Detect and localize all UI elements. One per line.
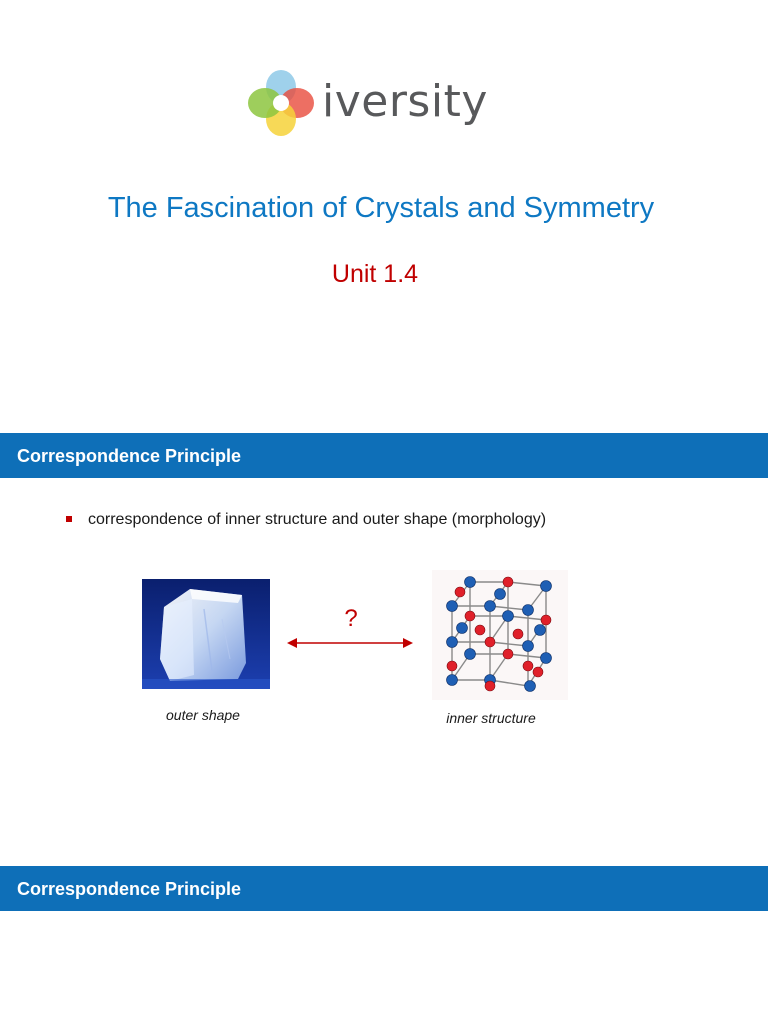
slide-header-title: Correspondence Principle — [17, 879, 242, 899]
slide-header-bar: Correspondence Principle — [0, 433, 768, 478]
next-slide: Correspondence Principle — [0, 866, 768, 1024]
outer-shape-caption: outer shape — [166, 707, 240, 723]
question-mark: ? — [344, 605, 358, 632]
slide-header-title: Correspondence Principle — [17, 446, 242, 466]
content-slide: Correspondence Principle correspondence … — [0, 433, 768, 863]
title-slide: iversity The Fascination of Crystals and… — [0, 0, 768, 430]
inner-structure-caption: inner structure — [446, 710, 536, 726]
double-arrow-icon — [287, 638, 413, 648]
bullet-square-icon — [66, 516, 72, 522]
iversity-logo: iversity — [246, 68, 488, 138]
logo-wordmark: iversity — [322, 76, 488, 127]
slide-header-bar: Correspondence Principle — [0, 866, 768, 911]
iversity-logo-icon — [248, 70, 314, 136]
bullet-text: correspondence of inner structure and ou… — [88, 511, 547, 528]
unit-label: Unit 1.4 — [331, 260, 419, 288]
salt-crystal-photo — [142, 579, 270, 689]
crystal-lattice-diagram — [432, 570, 568, 700]
course-title: The Fascination of Crystals and Symmetry — [107, 192, 655, 224]
